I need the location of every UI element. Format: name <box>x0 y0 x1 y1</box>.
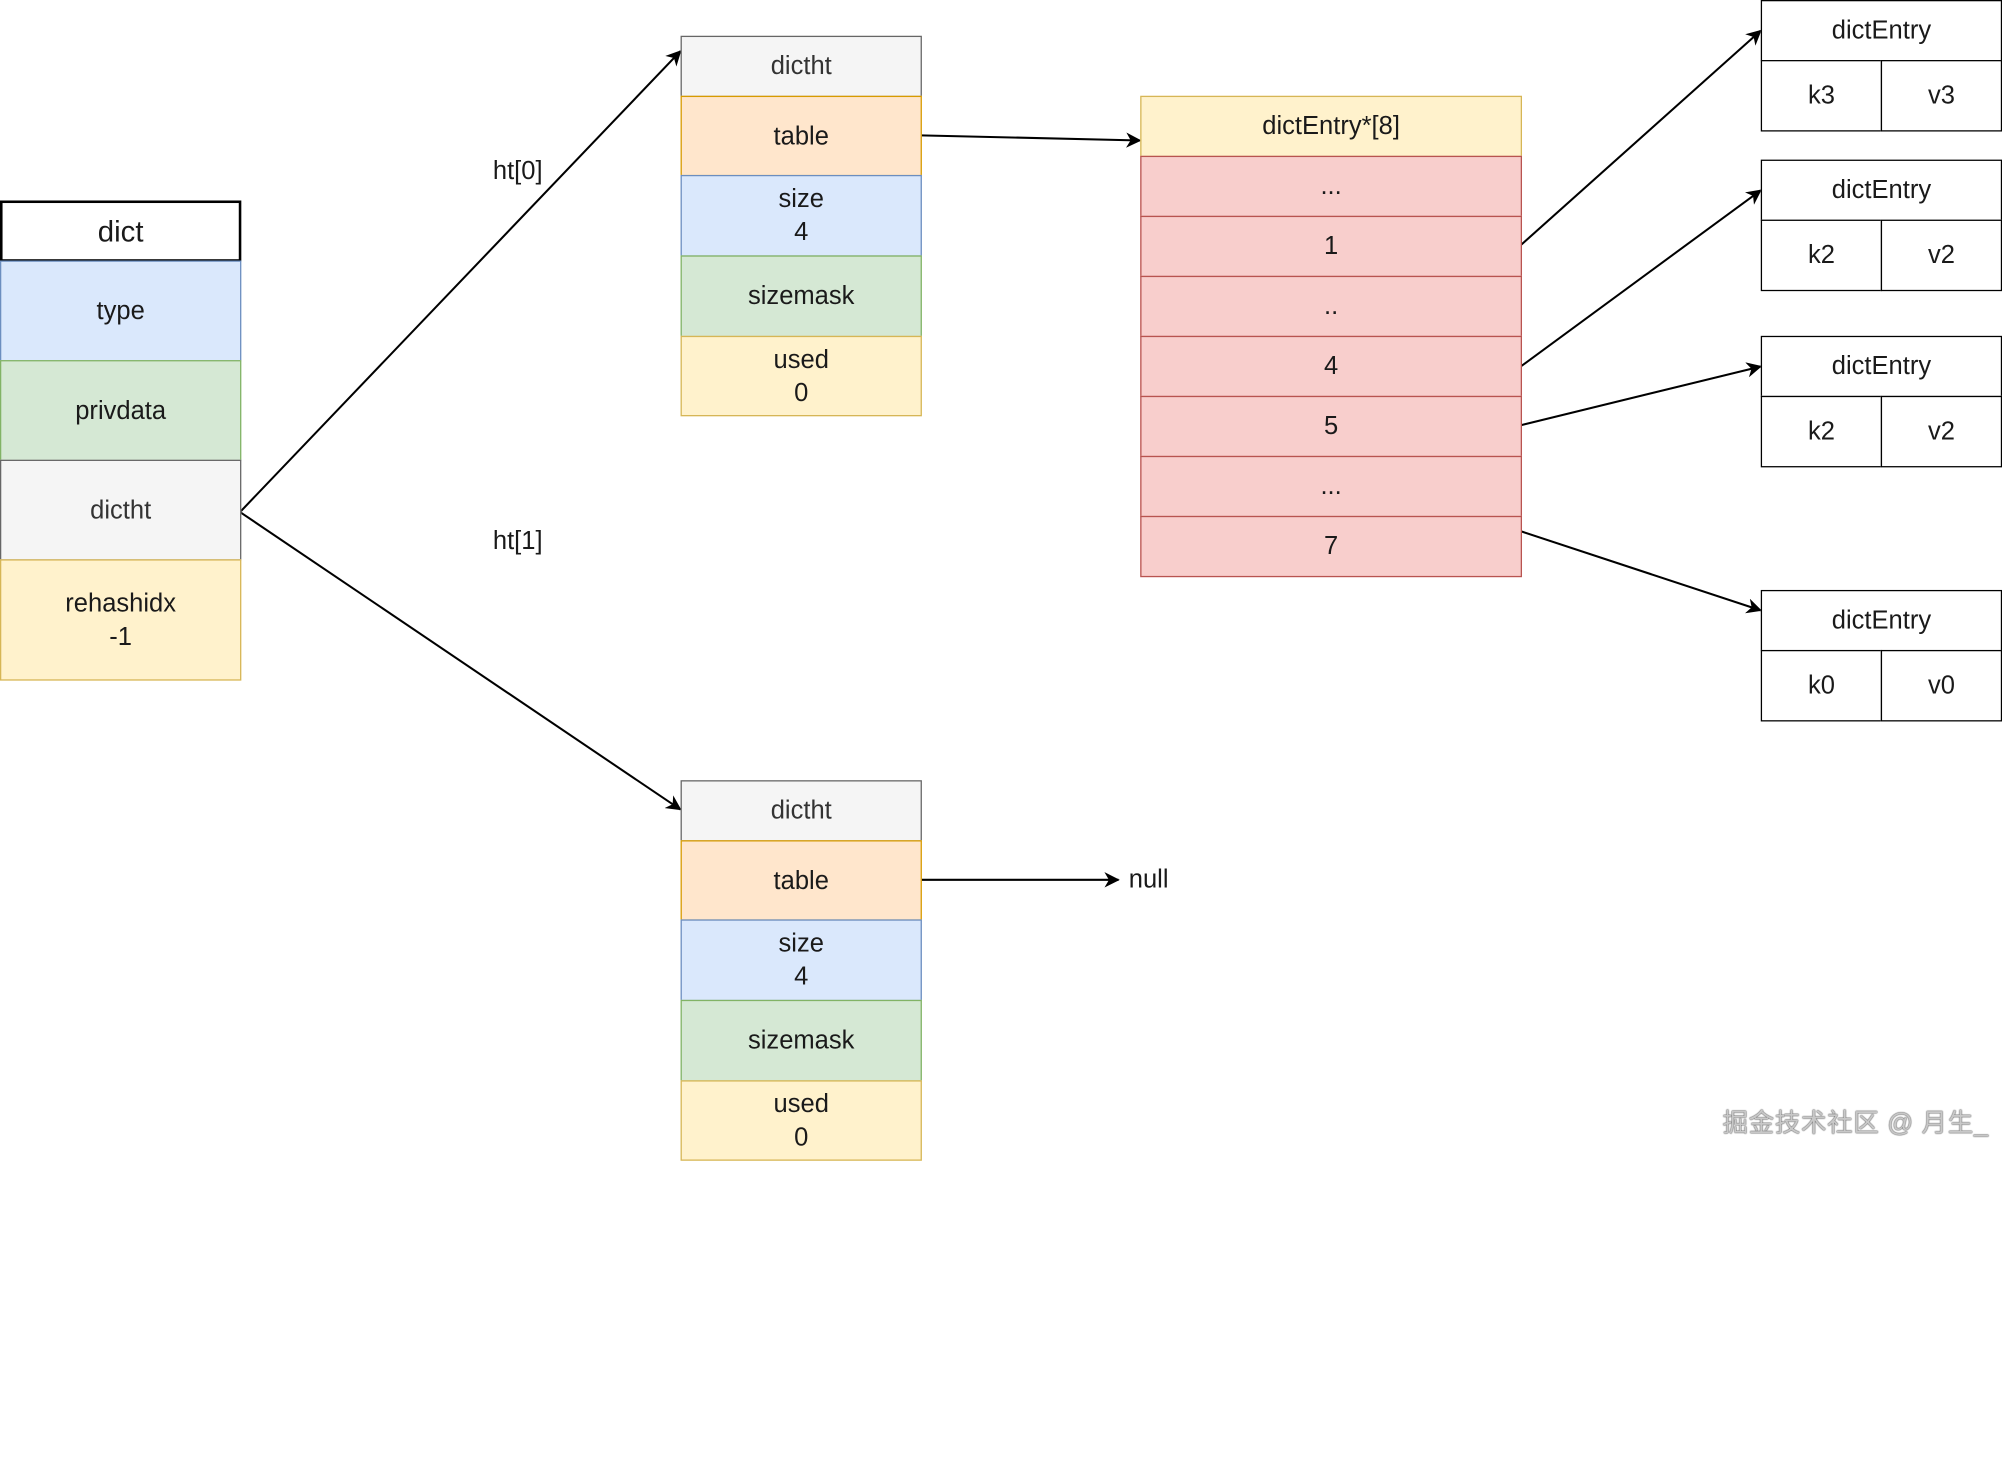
dict-privdata-field: privdata <box>0 360 242 461</box>
dict-title: dict <box>0 200 242 262</box>
ht0-title: dictht <box>680 35 922 98</box>
edge-label-ht0: ht[0] <box>492 157 543 186</box>
array-title: dictEntry*[8] <box>1140 95 1523 158</box>
array-slot: 4 <box>1140 335 1523 398</box>
array-slot: 7 <box>1140 515 1523 578</box>
dict-dictht-field: dictht <box>0 459 242 561</box>
entry-key: k0 <box>1760 649 1883 722</box>
array-slot: 5 <box>1140 395 1523 458</box>
ht1-used-field: used 0 <box>680 1080 922 1161</box>
edge-table-to-array <box>920 132 1142 148</box>
dict-rehashidx-field: rehashidx -1 <box>0 559 242 681</box>
ht1-title: dictht <box>680 780 922 842</box>
entry-title: dictEntry <box>1760 589 2002 652</box>
ht1-sizemask-field: sizemask <box>680 999 922 1082</box>
entry-value: v3 <box>1880 60 2002 132</box>
entry-key: k2 <box>1760 395 1883 468</box>
edge-dict-to-ht1 <box>239 511 682 811</box>
edge-label-ht1: ht[1] <box>492 527 543 556</box>
ht0-used-field: used 0 <box>680 335 922 417</box>
entry-value: v2 <box>1880 395 2002 468</box>
connector-layer <box>239 29 1763 888</box>
entry-value: v2 <box>1880 219 2002 292</box>
ht1-table-field: table <box>680 840 922 921</box>
null-label: null <box>1128 865 1169 894</box>
ht0-sizemask-field: sizemask <box>680 255 922 338</box>
array-slot: 1 <box>1140 215 1523 278</box>
entry-title: dictEntry <box>1760 159 2002 221</box>
watermark: 掘金技术社区 @ 月生_ <box>1722 1109 1989 1138</box>
entry-title: dictEntry <box>1760 0 2002 62</box>
ht0-size-field: size 4 <box>680 174 922 257</box>
entry-key: k3 <box>1760 60 1883 132</box>
array-slot: ... <box>1140 455 1523 518</box>
edge-slot1-to-entry-k3 <box>1520 29 1762 246</box>
entry-value: v0 <box>1880 649 2002 722</box>
entry-key: k2 <box>1760 219 1883 292</box>
array-slot: .. <box>1140 275 1523 338</box>
edge-slot5-to-entry-k2b <box>1520 362 1763 427</box>
ht0-table-field: table <box>680 95 922 177</box>
array-slot: ... <box>1140 155 1523 218</box>
edge-dict-to-ht0 <box>239 50 682 513</box>
edge-slot4-to-entry-k2 <box>1520 189 1762 368</box>
edge-slot7-to-entry-k0 <box>1520 530 1762 614</box>
dict-type-field: type <box>0 260 242 362</box>
ht1-size-field: size 4 <box>680 919 922 1002</box>
entry-title: dictEntry <box>1760 335 2002 398</box>
